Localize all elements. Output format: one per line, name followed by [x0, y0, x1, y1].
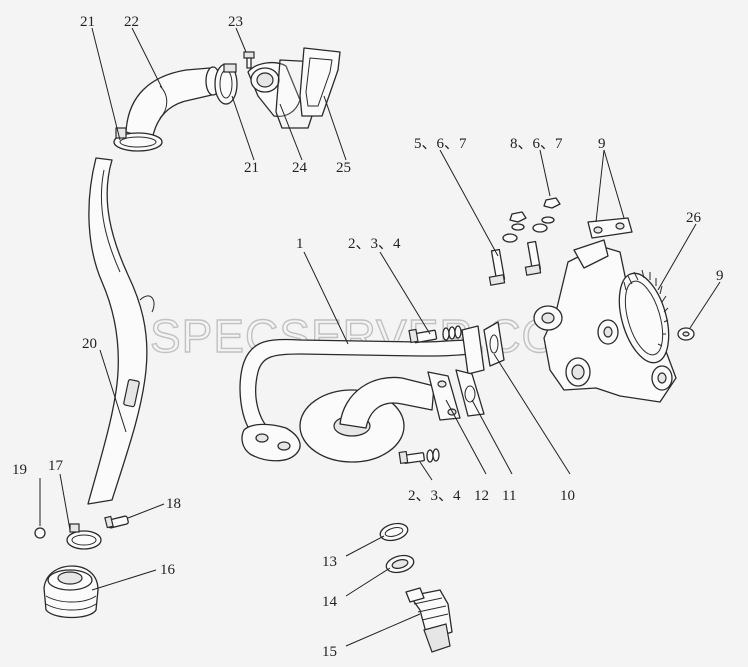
part-21-clamp-upper	[214, 63, 238, 105]
callout-25: 25	[336, 160, 351, 176]
part-14-washer	[385, 554, 415, 574]
callout-18: 18	[166, 496, 181, 512]
part-21-clamp-lower	[113, 127, 163, 152]
callout-17: 17	[48, 458, 64, 474]
callout-1: 1	[296, 236, 304, 252]
part-19-nut	[34, 527, 46, 539]
callout-labels: 21 22 23 21 24 25 5、6、7 8、6、7 9 26 9 1 2…	[12, 14, 724, 660]
callout-14: 14	[322, 594, 338, 610]
part-5-6-7-studs	[488, 223, 548, 286]
callout-15: 15	[322, 644, 337, 660]
part-2-3-4-bolt-lower	[398, 448, 440, 465]
part-16-strainer	[43, 565, 99, 619]
part-13-washer	[379, 522, 409, 542]
callout-8-6-7: 8、6、7	[510, 136, 563, 152]
callout-21-bottom: 21	[244, 160, 259, 176]
part-17-clamp	[66, 523, 102, 550]
callout-19: 19	[12, 462, 27, 478]
callout-13: 13	[322, 554, 337, 570]
callout-2-3-4-bottom: 2、3、4	[408, 488, 461, 504]
callout-26: 26	[686, 210, 702, 226]
part-20-hose	[87, 157, 155, 505]
part-2-3-4-bolt-upper	[408, 325, 462, 344]
callout-10: 10	[560, 488, 575, 504]
callout-20: 20	[82, 336, 97, 352]
callout-12: 12	[474, 488, 489, 504]
callout-21-top: 21	[80, 14, 95, 30]
callout-5-6-7: 5、6、7	[414, 136, 467, 152]
part-9-washer-right	[677, 327, 695, 341]
callout-22: 22	[124, 14, 139, 30]
part-15-valve	[405, 587, 453, 653]
part-8-6-7-nuts	[509, 197, 561, 231]
callout-11: 11	[502, 488, 516, 504]
part-9-plate-top	[587, 217, 633, 239]
part-25-gasket	[299, 47, 341, 117]
part-10-gasket	[483, 321, 505, 367]
part-11-gasket	[455, 369, 485, 417]
leader-lines	[39, 27, 721, 647]
callout-9-top: 9	[598, 136, 606, 152]
callout-16: 16	[160, 562, 176, 578]
part-22-elbow-hose	[125, 66, 221, 141]
callout-2-3-4-top: 2、3、4	[348, 236, 401, 252]
part-26-oil-pump	[533, 239, 677, 403]
part-1-oil-pipe	[239, 325, 485, 462]
callout-23: 23	[228, 14, 243, 30]
part-23-bolt	[243, 51, 255, 69]
part-18-screw	[104, 515, 129, 529]
callout-24: 24	[292, 160, 308, 176]
callout-9-right: 9	[716, 268, 724, 284]
part-12-pickup-tube	[299, 371, 461, 463]
